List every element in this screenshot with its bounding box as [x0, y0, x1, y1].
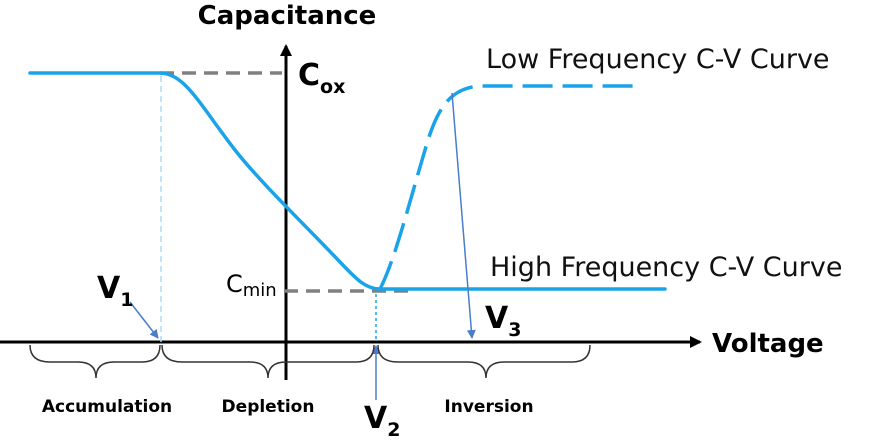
v1-pointer-arrow — [129, 301, 159, 339]
v3-label-main: V — [485, 301, 509, 336]
v2-label: V2 — [364, 401, 400, 441]
v1-label-sub: 1 — [120, 289, 133, 311]
cmin-label: Cmin — [226, 270, 277, 301]
v3-label-sub: 3 — [508, 319, 521, 341]
v3-label: V3 — [485, 301, 521, 341]
x-axis-title: Voltage — [712, 329, 824, 359]
high-frequency-cv-curve — [28, 71, 667, 291]
low-frequency-cv-curve — [378, 84, 640, 290]
accumulation-label: Accumulation — [42, 397, 172, 417]
v3-pointer-arrow — [451, 92, 476, 339]
low-frequency-curve-label: Low Frequency C-V Curve — [486, 44, 830, 75]
depletion-label: Depletion — [222, 397, 315, 417]
v1-label-main: V — [97, 271, 121, 306]
accumulation-brace — [29, 344, 161, 379]
cox-label-sub: ox — [320, 76, 345, 98]
inversion-brace — [377, 344, 591, 379]
inversion-label: Inversion — [444, 397, 533, 417]
v1-label: V1 — [97, 271, 133, 311]
cmin-label-sub: min — [243, 280, 277, 301]
v2-label-main: V — [364, 401, 388, 436]
cox-label-main: C — [298, 58, 320, 93]
cmin-label-main: C — [226, 270, 243, 298]
cox-label: Cox — [298, 58, 345, 98]
high-frequency-curve-label: High Frequency C-V Curve — [490, 252, 842, 283]
y-axis-title: Capacitance — [198, 1, 377, 31]
v2-label-sub: 2 — [387, 419, 400, 441]
depletion-brace — [161, 344, 375, 379]
